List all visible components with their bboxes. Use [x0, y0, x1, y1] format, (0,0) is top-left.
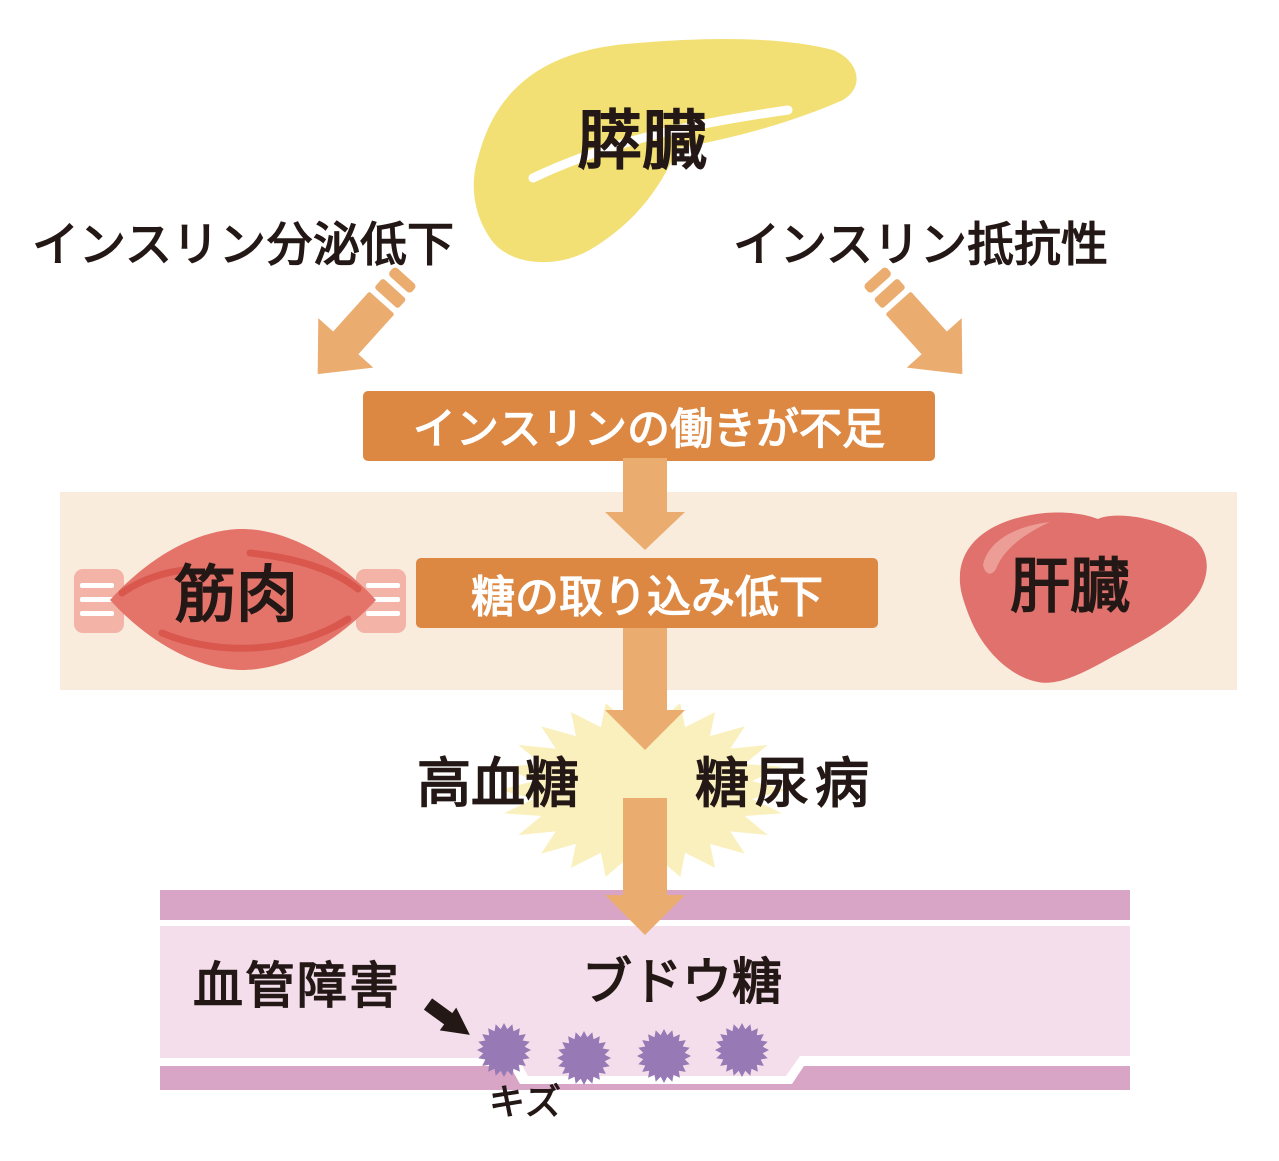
glucose-uptake-box: 糖の取り込み低下 [416, 558, 878, 628]
liver-illustration [959, 512, 1207, 683]
insulin-shortage-box: インスリンの働きが不足 [363, 391, 935, 461]
hyperglycemia-label: 高血糖 [417, 752, 579, 815]
liver-highlight [983, 522, 1050, 574]
glucose-label: ブドウ糖 [582, 953, 782, 1011]
glucose-particle [557, 1031, 611, 1085]
down-arrow-icon [605, 458, 685, 550]
down-arrow-icon [605, 798, 685, 935]
starburst-shape [499, 700, 787, 880]
insulin-secretion-decline-label: インスリン分泌低下 [32, 218, 455, 273]
striped-arrow-down-right-icon [317, 267, 416, 375]
pancreas-illustration [473, 38, 857, 263]
glucose-particles [477, 1023, 769, 1085]
liver-label: 肝臓 [1010, 552, 1130, 622]
vascular-damage-label: 血管障害 [193, 957, 401, 1015]
vessel-interior [160, 926, 1130, 1076]
diabetes-label: 糖尿病 [695, 752, 875, 815]
glucose-particle [637, 1029, 691, 1083]
insulin-resistance-label: インスリン抵抗性 [733, 218, 1109, 273]
vessel-wall-bottom [160, 1066, 1130, 1090]
pancreas-duct-tick [735, 139, 765, 165]
damage-pointer-arrow-icon [423, 998, 470, 1035]
glucose-particle [477, 1023, 531, 1077]
glucose-particle [715, 1023, 769, 1077]
glucose-uptake-box-label: 糖の取り込み低下 [471, 572, 823, 623]
muscle-fiber-lines [118, 549, 362, 652]
striped-arrow-down-left-icon [864, 267, 963, 375]
down-arrow-icon [605, 628, 685, 750]
wound-label: キズ [489, 1082, 562, 1123]
pancreas-duct-line [528, 105, 793, 183]
muscle-label: 筋肉 [174, 558, 299, 631]
insulin-shortage-box-label: インスリンの働きが不足 [412, 405, 886, 455]
muscle-illustration [74, 529, 406, 670]
pancreas-label: 膵臓 [577, 104, 708, 179]
